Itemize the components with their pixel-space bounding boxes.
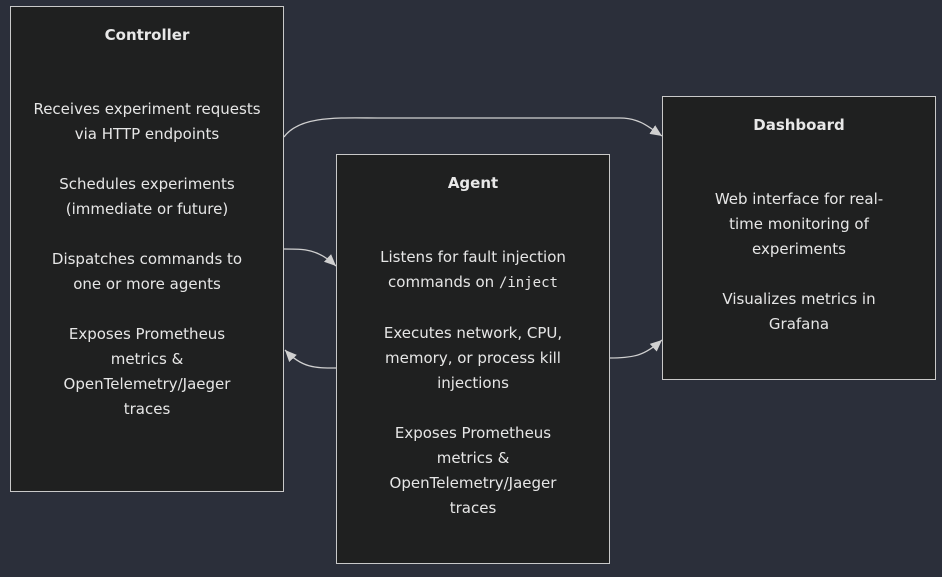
agent-title: Agent xyxy=(447,174,499,192)
edge-controller-agent xyxy=(283,248,337,267)
edge-agent-dashboard xyxy=(609,339,663,359)
edge-agent-controller xyxy=(284,349,337,369)
dashboard-title: Dashboard xyxy=(753,116,845,134)
controller-title: Controller xyxy=(104,26,190,44)
controller-item-1: Receives experiment requests via HTTP en… xyxy=(33,100,261,143)
controller-item-3: Dispatches commands to one or more agent… xyxy=(51,250,243,293)
controller-node: Controller Receives experiment requests … xyxy=(10,6,284,492)
agent-item-3: Exposes Prometheus metrics & OpenTelemet… xyxy=(389,424,557,517)
agent-item-1: Listens for fault injection commands on … xyxy=(337,245,609,296)
agent-item-1-text: Listens for fault injection commands on xyxy=(380,248,566,291)
dashboard-node: Dashboard Web interface for real-time mo… xyxy=(662,96,936,380)
inject-endpoint: /inject xyxy=(498,275,558,291)
controller-item-2: Schedules experiments (immediate or futu… xyxy=(59,175,235,218)
agent-node: Agent Listens for fault injection comman… xyxy=(336,154,610,564)
dashboard-item-2: Visualizes metrics in Grafana xyxy=(722,290,876,333)
dashboard-item-1: Web interface for real-time monitoring o… xyxy=(714,190,884,258)
agent-item-2: Executes network, CPU, memory, or proces… xyxy=(383,324,563,392)
controller-item-4: Exposes Prometheus metrics & OpenTelemet… xyxy=(63,325,231,418)
edge-controller-dashboard xyxy=(283,117,663,138)
